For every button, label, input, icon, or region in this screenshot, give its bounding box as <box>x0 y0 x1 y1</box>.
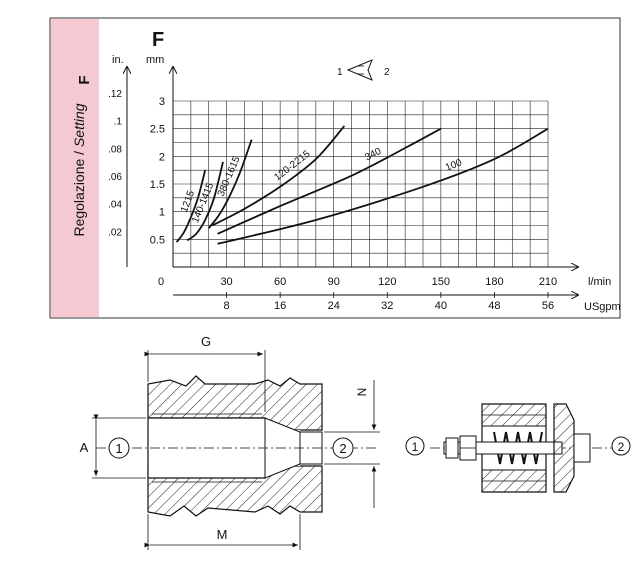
x-axis-secondary-label: USgpm <box>584 301 621 313</box>
poppet <box>553 403 575 493</box>
sidebar-band <box>51 19 99 317</box>
chart-grid <box>172 100 549 267</box>
y-tick-label: 1 <box>159 207 165 219</box>
series-line-140-1415 <box>186 161 224 242</box>
flow-to-label: 2 <box>384 67 390 78</box>
chart-title: F <box>152 29 164 51</box>
dimension-g-label: G <box>201 334 211 349</box>
y-secondary-tick-label: .02 <box>108 227 122 238</box>
flow-direction-symbol: 1 2 <box>337 59 390 81</box>
y-axis-label: mm <box>146 54 164 66</box>
y-axis-secondary-label: in. <box>112 54 124 66</box>
chart-axes <box>127 67 578 295</box>
valve-cartridge-drawing: 1 2 <box>405 403 631 493</box>
y-tick-label: 2 <box>159 151 165 163</box>
x-tick-label: 150 <box>432 276 450 288</box>
y-secondary-tick-label: .12 <box>108 89 122 100</box>
port-1-label: 1 <box>115 441 122 456</box>
series-line-120-2215 <box>211 125 346 227</box>
y-tick-label: 1.5 <box>150 179 165 191</box>
x-tick-label: 210 <box>539 276 557 288</box>
y-tick-label: 0.5 <box>150 234 165 246</box>
flow-from-label: 1 <box>337 67 343 78</box>
sidebar-label: Regolazione / Setting <box>71 103 87 236</box>
y-tick-label: 3 <box>159 96 165 108</box>
y-secondary-tick-label: .06 <box>108 172 122 183</box>
x-axis-label: l/min <box>588 276 611 288</box>
series-line-100 <box>217 127 549 245</box>
x-secondary-tick-label: 40 <box>435 300 447 312</box>
y-secondary-tick-label: .1 <box>114 117 123 128</box>
x-tick-label: 30 <box>220 276 232 288</box>
x-tick-label: 90 <box>328 276 340 288</box>
cartridge-port-1-label: 1 <box>412 440 419 454</box>
end-cap <box>573 433 591 463</box>
x-secondary-tick-label: 8 <box>224 300 230 312</box>
cartridge-port-2-bubble <box>611 436 631 456</box>
x-secondary-tick-label: 48 <box>488 300 500 312</box>
series-line-340 <box>217 127 442 235</box>
x-secondary-tick-label: 32 <box>381 300 393 312</box>
y-tick-label: 2.5 <box>150 124 165 136</box>
dimension-m-label: M <box>217 527 228 542</box>
dimension-n-label: N <box>355 388 369 397</box>
series-line-1215 <box>175 169 206 243</box>
cartridge-port-1-bubble <box>405 436 425 456</box>
sidebar-letter: F <box>76 75 93 84</box>
x-tick-label: 180 <box>485 276 503 288</box>
y-secondary-tick-label: .08 <box>108 144 122 155</box>
y-secondary-tick-label: .04 <box>108 200 122 211</box>
x-tick-label: 120 <box>378 276 396 288</box>
cartridge-port-2-label: 2 <box>618 440 625 454</box>
series-line-380-1615 <box>207 139 253 229</box>
valve-body-section-drawing: G M A N 1 2 <box>80 334 380 550</box>
chart-frame <box>49 17 621 319</box>
x-tick-label: 0 <box>158 276 164 288</box>
flow-arrow-icon <box>346 59 373 81</box>
port-2-bubble <box>332 437 354 459</box>
chart-series <box>175 125 549 245</box>
x-secondary-tick-label: 16 <box>274 300 286 312</box>
svg-text:Regolazione / Setting: Regolazione / Setting <box>71 103 87 236</box>
dimension-a-label: A <box>80 440 89 455</box>
x-secondary-tick-label: 56 <box>542 300 554 312</box>
port-2-label: 2 <box>339 441 346 456</box>
port-1-bubble <box>108 437 130 459</box>
x-tick-label: 60 <box>274 276 286 288</box>
x-secondary-tick-label: 24 <box>328 300 340 312</box>
